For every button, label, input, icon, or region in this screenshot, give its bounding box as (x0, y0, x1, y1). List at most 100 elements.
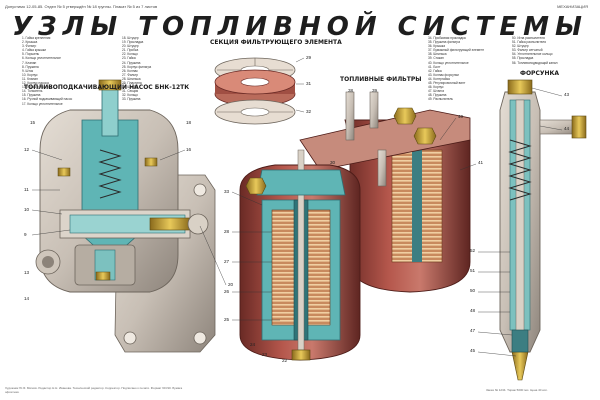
legend-entry: 33. Пружина (122, 97, 141, 102)
callout: 23 (262, 352, 268, 357)
legend-entry: 27. Фильтр (122, 72, 139, 77)
callout: 25 (224, 317, 230, 322)
callout: 18 (186, 120, 192, 125)
legend-entry: 29. Пластина (122, 81, 142, 86)
legend-entry: 18. Штуцер (122, 36, 139, 40)
legend-entry: 6. Кольцо уплотнительное (22, 56, 61, 61)
callout: 39 (372, 88, 378, 93)
legend-entry: 45. Регулировочный винт (428, 81, 466, 86)
callout: 44 (564, 126, 570, 131)
callout: 26 (224, 289, 230, 294)
fuel-filters-illustration (231, 91, 477, 361)
legend-entry: 17. Кольцо уплотнительное (22, 101, 63, 106)
callout: 28 (224, 229, 230, 234)
callout: 10 (24, 207, 30, 212)
callout: 29 (306, 55, 312, 60)
legend-entry: 5. Поршень (22, 52, 40, 57)
legend-entry: 13. Ролик толкателя (22, 85, 52, 90)
legend-entry: 10. Корпус (22, 72, 38, 77)
legend-entry: 48. Пружина (428, 93, 447, 98)
callout: 30 (330, 160, 336, 165)
section-label-injector: ФОРСУНКА (520, 70, 560, 77)
filter-element-section-illustration (214, 57, 305, 125)
legend-entry: 38. Шпилька (428, 52, 447, 57)
section-label-filter-element: СЕКЦИЯ ФИЛЬТРУЮЩЕГО ЭЛЕМЕНТА (210, 39, 342, 46)
legend-entry: 3. Фильтр (22, 44, 37, 49)
section-label-filters: ТОПЛИВНЫЕ ФИЛЬТРЫ (340, 76, 422, 83)
callout: 20 (228, 282, 234, 287)
footer-imprint-right: Заказ № 1234. Тираж 5000 экз. Цена 40 ко… (486, 388, 548, 392)
legend-entry: 19. Прокладка (122, 40, 144, 45)
legend-entry: 2. Крышка (22, 40, 38, 45)
legend-entry: 7. Клапан (22, 60, 37, 65)
legend-entry: 23. Гайка (122, 56, 136, 61)
legend-entry: 46. Корпус (428, 85, 444, 90)
legend-entry: 25. Корпус фильтра (122, 64, 152, 69)
callout: 32 (306, 109, 312, 114)
legend-entry: 34. Пробковая прокладка (428, 36, 466, 40)
legend-entry: 50. Игла распылителя (512, 36, 545, 40)
callout: 33 (224, 189, 230, 194)
legend-entry: 49. Распылитель (428, 97, 453, 102)
legend-entry: 30. Шайба (122, 85, 138, 90)
legend-entry: 4. Гайка крышки (22, 48, 46, 53)
callout: 45 (470, 348, 476, 353)
section-label-pump: ТОПЛИВОПОДКАЧИВАЮЩИЙ НАСОС БНК-12ТК (24, 84, 190, 91)
legend-entry: 47. Штанга (428, 89, 445, 94)
legend-entry: 1. Гайка крепления (22, 36, 51, 40)
legend-entry: 52. Штуцер (512, 44, 529, 49)
legend-entry: 36. Крышка (428, 44, 446, 49)
legend-entry: 51. Гайка распылителя (512, 40, 547, 45)
callout: 31 (306, 81, 312, 86)
callout: 9 (24, 232, 27, 237)
callout: 41 (478, 160, 484, 165)
legend-entry: 40. Кольцо уплотнительное (428, 60, 469, 65)
legend-entry: 39. Стакан (428, 56, 444, 61)
legend-entry: 20. Штуцер (122, 44, 139, 49)
callout: 51 (470, 268, 476, 273)
injector-illustration (477, 79, 587, 381)
legend-entry: 16. Ручной подкачивающий насос (22, 97, 73, 102)
legend-entry: 54. Уплотнительное кольцо (512, 52, 553, 57)
legend-entry: 26. Колпак (122, 68, 138, 73)
callout: 40 (458, 114, 464, 119)
legend-entry: 44. Контргайка (428, 76, 450, 81)
legend-entry: 8. Пружина (22, 64, 39, 69)
legend-entry: 24. Пружина (122, 60, 141, 65)
legend-entry: 37. Бумажный фильтрующий элемент (428, 48, 485, 53)
callout: 38 (348, 88, 354, 93)
legend-entry: 55. Прокладка (512, 56, 534, 61)
legend-entry: 28. Шпилька (122, 76, 141, 81)
legend-entry: 35. Пружина фильтра (428, 40, 460, 45)
legend-entry: 21. Пробка (122, 48, 139, 53)
legend-entry: 22. Кольцо (122, 52, 138, 57)
legend-entry: 32. Кольцо (122, 93, 138, 98)
legend-entry: 15. Пружина (22, 93, 41, 98)
callout: 12 (24, 147, 30, 152)
callout: 22 (282, 358, 288, 363)
legend-entry: 43. Колпак форсунки (428, 72, 459, 77)
callout: 48 (470, 308, 476, 313)
header-right-note: МЕХАНИЗАЦИЯ (557, 4, 588, 9)
legend-entry: 42. Гайка (428, 68, 442, 73)
footer-imprint-left: Художник Ю.Я. Мягков. Редактор Н.Н. Иван… (5, 386, 183, 394)
legend-entry: 56. Топливоподводящий канал (512, 60, 558, 65)
callout: 11 (24, 187, 29, 192)
legend-entry: 9. Шток (22, 68, 34, 73)
legend-entry: 53. Фильтр сетчатый (512, 48, 543, 53)
header-note: Допустимо 12-05-85. Отдел № 5 утверждён … (5, 4, 158, 9)
callout: 47 (470, 328, 476, 333)
poster-title: УЗЛЫ ТОПЛИВНОЙ СИСТЕМЫ (12, 12, 588, 42)
callout: 15 (30, 120, 36, 125)
callout: 14 (24, 296, 30, 301)
legend-entry: 31. Секция (122, 89, 139, 94)
callout: 52 (470, 248, 476, 253)
legend-entry: 12. Корпус насоса (22, 81, 49, 86)
callout: 16 (186, 147, 192, 152)
legend-entry: 14. Толкатель (22, 89, 43, 94)
